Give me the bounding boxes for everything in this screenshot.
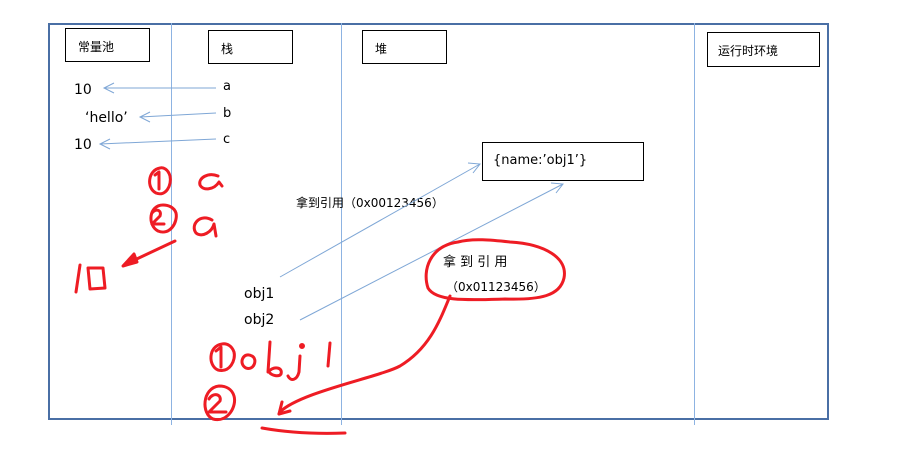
note-arrow-to-10 xyxy=(121,239,177,268)
arrowhead-c xyxy=(98,138,111,150)
note-step-1-obj1 xyxy=(209,340,332,381)
ref-label-obj1: 拿到引用（0x00123456） xyxy=(296,196,444,210)
note-step-1-a xyxy=(148,166,224,196)
stack-var-b: b xyxy=(223,106,232,121)
ref-label-obj2-title: 拿 到 引 用 xyxy=(443,255,508,270)
note-arrow-to-obj2 xyxy=(260,294,452,435)
pool-value-10-a: 10 xyxy=(74,82,92,98)
ref-label-obj2-address: （0x01123456） xyxy=(446,280,546,294)
diagram-frame xyxy=(48,23,829,420)
pool-value-10-c: 10 xyxy=(74,137,92,153)
stack-var-obj2: obj2 xyxy=(244,312,275,328)
arrowhead-obj2 xyxy=(550,182,564,194)
stack-var-obj1: obj1 xyxy=(244,286,275,302)
header-runtime: 运行时环境 xyxy=(707,32,820,67)
arrowhead-obj1 xyxy=(467,162,481,174)
header-stack: 栈 xyxy=(208,30,293,64)
arrow-obj2-to-heap xyxy=(299,183,564,321)
arrowhead-b xyxy=(138,111,151,123)
note-step-2-a xyxy=(149,203,218,238)
stack-var-c: c xyxy=(223,132,231,147)
heap-object-box: {name:’obj1’} xyxy=(482,142,644,181)
arrow-c-to-10 xyxy=(99,138,217,145)
divider-heap-runtime xyxy=(694,23,695,425)
pool-value-hello: ‘hello’ xyxy=(85,110,128,126)
header-heap: 堆 xyxy=(362,30,447,64)
note-handwritten-10 xyxy=(74,263,107,294)
header-constant-pool: 常量池 xyxy=(65,28,150,62)
arrow-obj1-to-heap xyxy=(279,163,481,278)
divider-stack-heap xyxy=(341,23,342,425)
arrowhead-a xyxy=(102,82,115,94)
arrow-b-to-hello xyxy=(139,112,217,118)
note-reference-bubble xyxy=(424,238,566,302)
stack-var-a: a xyxy=(223,79,231,94)
note-step-2-circle xyxy=(203,384,237,422)
divider-pool-stack xyxy=(171,23,172,425)
